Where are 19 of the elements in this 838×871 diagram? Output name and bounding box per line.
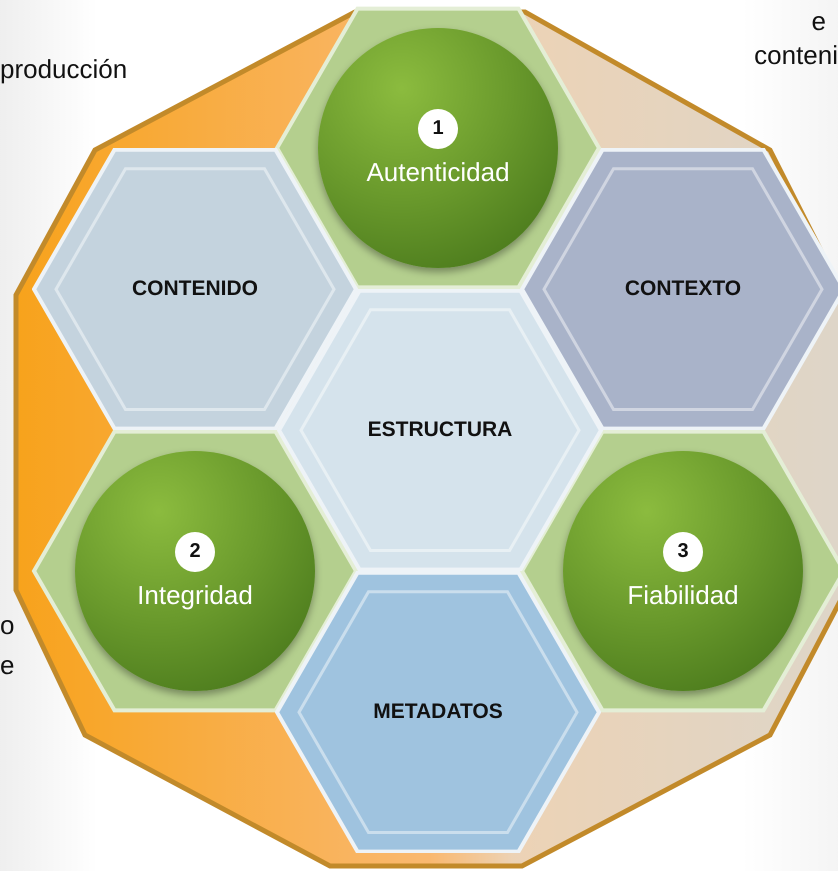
circle-label: Fiabilidad — [627, 580, 739, 610]
hexagon-tile — [275, 570, 601, 854]
text-fragment: e — [812, 6, 826, 37]
number-badge: 3 — [663, 532, 703, 572]
hexagon-tile — [277, 288, 603, 572]
text-fragment: conteni — [754, 40, 838, 71]
tile-label: CONTEXTO — [624, 276, 742, 301]
tile-label: CONTENIDO — [132, 276, 258, 301]
tile-label: ESTRUCTURA — [368, 418, 512, 442]
text-fragment: e — [0, 650, 14, 681]
circle-label: Autenticidad — [366, 156, 510, 188]
number-badge: 2 — [175, 532, 215, 572]
text-fragment: o — [0, 610, 14, 641]
hexagon-tile — [32, 148, 358, 430]
text-fragment: producción — [0, 54, 128, 85]
number-badge: 1 — [418, 108, 458, 148]
tile-label: METADATOS — [373, 700, 503, 724]
hexagon-tile — [520, 148, 838, 430]
circle-label: Integridad — [137, 580, 253, 610]
